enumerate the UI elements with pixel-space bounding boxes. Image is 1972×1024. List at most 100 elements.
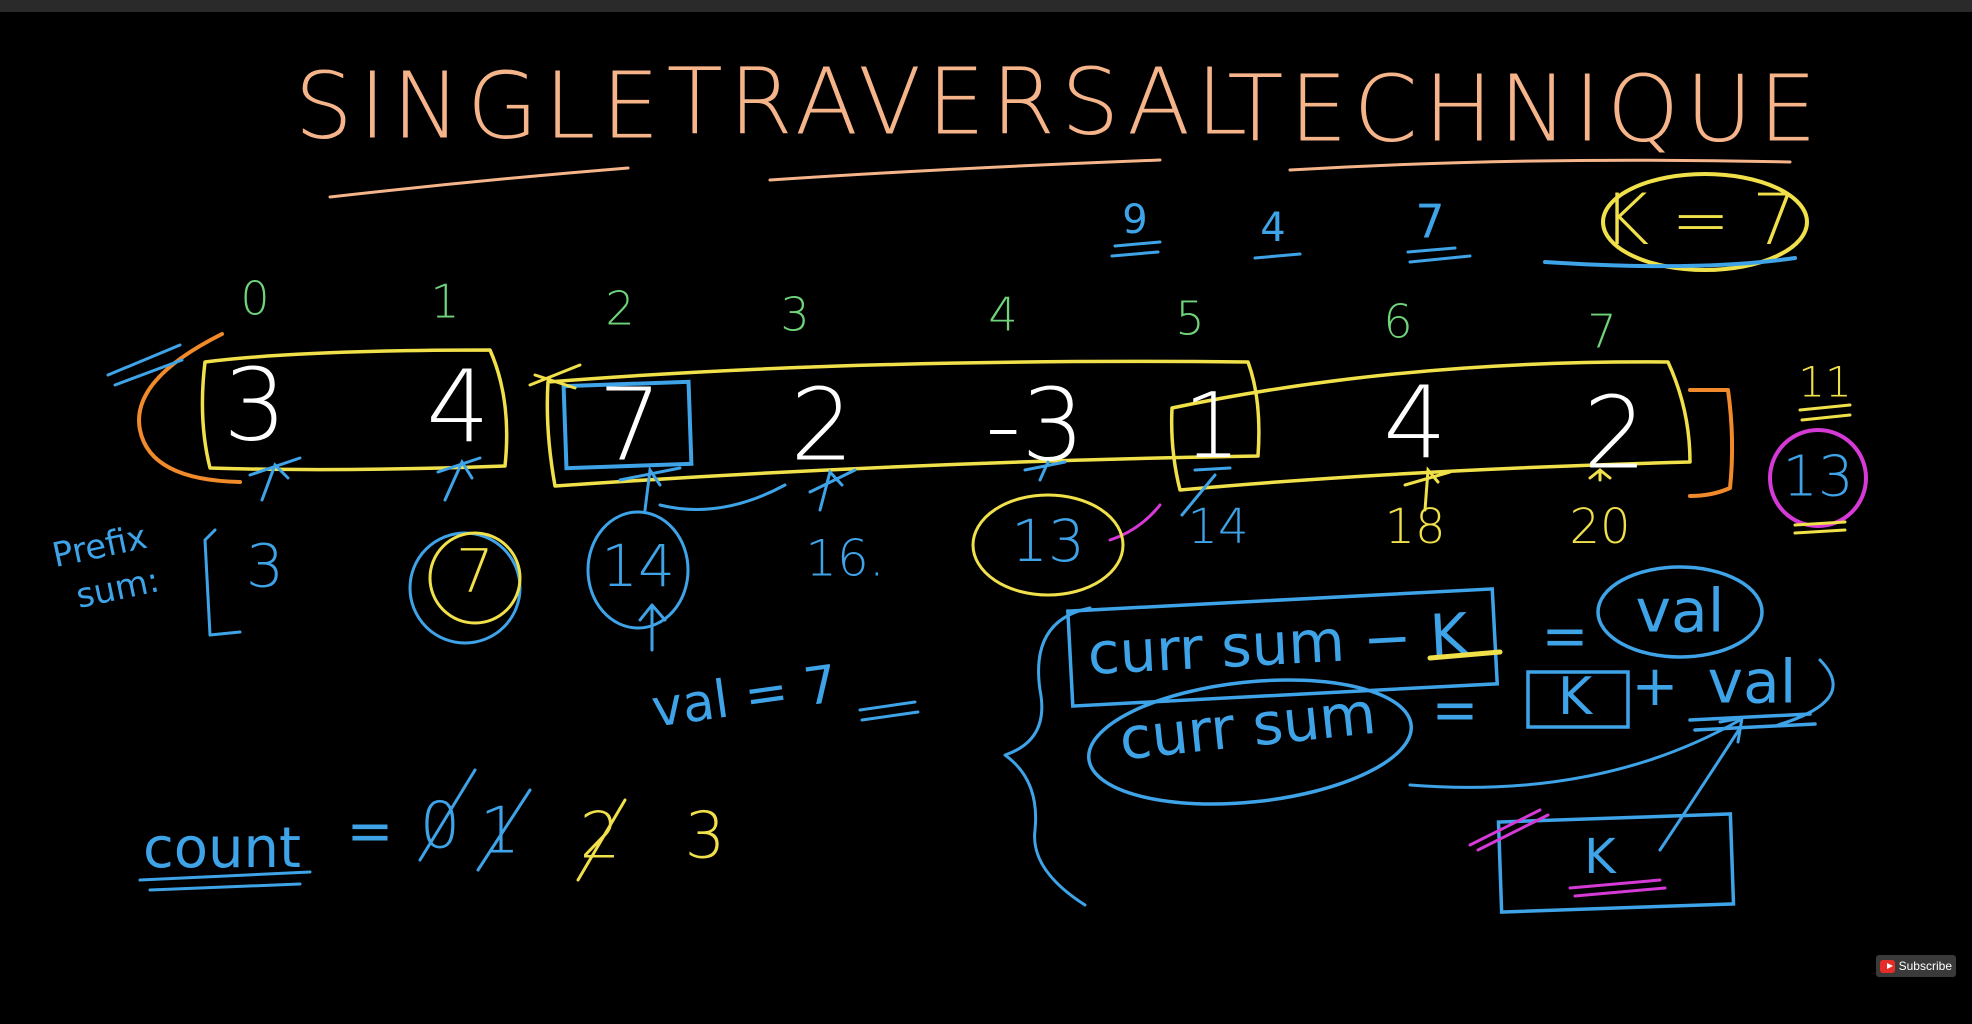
title-word-single: SINGLE	[294, 53, 665, 160]
prefix-value-5: 14	[1187, 499, 1248, 555]
val-equation: val = 7	[648, 654, 841, 739]
prefix-value-7: 20	[1569, 499, 1630, 555]
lower-k-marks	[1468, 808, 1550, 852]
trail-underlines	[1110, 240, 1472, 264]
k-label: K = 7	[1603, 179, 1797, 261]
prefix-value-2: 14	[601, 532, 675, 600]
index-4: 4	[988, 288, 1017, 342]
lower-k-underline	[1568, 878, 1667, 898]
right-circled-number: 13	[1782, 444, 1853, 509]
window-box-0-1	[200, 348, 509, 472]
array-value-6: 4	[1383, 364, 1447, 481]
formula1-box	[1065, 587, 1500, 708]
count-equals: =	[347, 799, 394, 864]
index-5: 5	[1175, 292, 1204, 346]
index-3: 3	[780, 288, 809, 342]
prefix-open-bracket	[203, 528, 242, 637]
prefix-value-1: 7	[456, 537, 494, 607]
pointer-arrow-5	[1180, 466, 1232, 517]
title-word-technique: TECHNIQUE	[1227, 56, 1823, 163]
video-top-bar	[0, 0, 1972, 12]
array-value-2: 7	[598, 366, 662, 483]
right-circle-underline	[1793, 520, 1847, 535]
formula2-k-box	[1526, 670, 1630, 729]
lower-k-arrow	[1658, 726, 1742, 852]
index-row: 0 1 2 3 4 5 6 7	[240, 272, 1616, 359]
array-value-3: 2	[790, 366, 854, 483]
pointer-arrow-3	[808, 468, 857, 512]
curly-brace	[1003, 606, 1092, 907]
magenta-arrow-13-14	[1108, 503, 1162, 542]
title-word-traversal: TRAVERSAL	[667, 49, 1254, 156]
prefix-value-6: 18	[1384, 499, 1445, 555]
highlight-box-index-2	[561, 379, 694, 471]
prefix-circle-4	[971, 493, 1125, 597]
right-side-notes: 11 13	[1768, 358, 1868, 535]
formula2-circle	[1087, 678, 1413, 806]
prefix-value-0: 3	[246, 532, 284, 602]
formula2-left: curr sum	[1116, 679, 1379, 774]
count-underline	[138, 870, 312, 892]
window-box-5-7	[1169, 360, 1692, 492]
array-value-5: 1	[1183, 374, 1240, 479]
loop-arrow	[1408, 718, 1742, 789]
index-7: 7	[1587, 305, 1616, 359]
count-strike-0	[418, 768, 477, 862]
formula2-hook	[1776, 658, 1835, 727]
index-0: 0	[240, 272, 269, 326]
count-label: count	[143, 816, 301, 881]
arc-arrow-2-3	[658, 483, 787, 511]
formula2-equals: =	[1432, 678, 1479, 743]
pointer-arrows	[248, 456, 1612, 542]
prefix-circle-2	[586, 510, 690, 630]
youtube-icon	[1880, 959, 1895, 973]
scratch-marks-left	[106, 343, 184, 387]
formula1-equals: =	[1542, 604, 1589, 669]
formula2-plus: +	[1632, 654, 1679, 719]
loop-arrow-head	[1718, 716, 1744, 744]
trail-number-2: 4	[1260, 205, 1285, 251]
count-value-2: 2	[580, 800, 621, 874]
formulas: curr sum − K = val curr sum = K + val K	[1003, 565, 1835, 914]
prefix-circle-1-yellow	[428, 531, 522, 625]
val-note: val = 7	[648, 654, 920, 740]
title-underline-2	[768, 158, 1162, 182]
formula2-right: val	[1708, 648, 1797, 718]
count-strike-1	[476, 788, 532, 872]
formula2-k: K	[1558, 667, 1594, 727]
formula1-val-circle	[1596, 565, 1764, 659]
array-value-4: -3	[985, 366, 1085, 483]
lower-k-label: K	[1584, 829, 1617, 885]
formula1-left: curr sum − K	[1086, 600, 1472, 688]
count-value-3: 3	[685, 800, 726, 874]
trail-number-1: 9	[1122, 197, 1147, 243]
array-value-7: 2	[1583, 374, 1647, 491]
prefix-value-3: 16.	[805, 530, 885, 588]
pointer-arrow-0	[248, 456, 302, 502]
target-k: 9 4 7 K = 7	[1110, 172, 1809, 272]
right-top-underline	[1798, 403, 1852, 422]
lower-k-box	[1496, 812, 1736, 914]
pointer-arrow-6	[1403, 466, 1452, 512]
right-top-number: 11	[1798, 358, 1851, 407]
count-strike-2	[576, 798, 627, 882]
formula2-val-underline	[1688, 712, 1817, 732]
pointer-arrow-1	[436, 456, 482, 502]
array-value-1: 4	[426, 348, 490, 465]
orange-bracket-right	[1688, 388, 1735, 498]
subscribe-button[interactable]: Subscribe	[1876, 955, 1956, 977]
scratch-marks-mid	[528, 363, 582, 390]
right-circle	[1768, 428, 1868, 528]
title: SINGLE TRAVERSAL TECHNIQUE	[294, 49, 1823, 199]
array-annotations	[106, 332, 1735, 498]
index-1: 1	[430, 275, 459, 329]
count-note: count = 0 1 2 3	[138, 768, 726, 892]
prefix-arrow-2	[638, 603, 667, 652]
window-box-2-5	[545, 359, 1261, 488]
k-highlight	[1427, 649, 1503, 661]
pointer-arrow-7	[1588, 468, 1612, 482]
val-underline	[858, 700, 920, 722]
trail-number-3: 7	[1415, 195, 1444, 249]
